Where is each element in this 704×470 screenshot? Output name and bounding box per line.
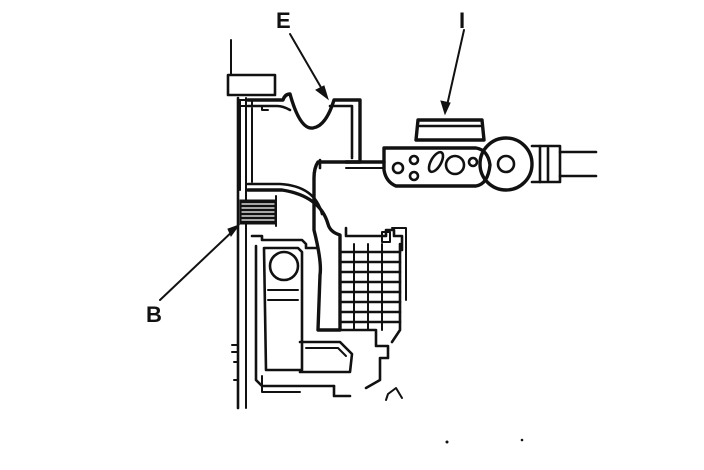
arrow-i-head xyxy=(440,100,451,116)
housing-left-wall xyxy=(226,39,277,410)
arrow-e-leader xyxy=(289,33,327,97)
callout-b: B xyxy=(146,302,162,327)
lower-drum xyxy=(250,234,403,401)
spring-b xyxy=(239,195,277,227)
arrow-b-head xyxy=(227,223,241,238)
arrow-i-leader xyxy=(445,29,465,111)
arrow-b-leader xyxy=(159,227,237,301)
callout-arrows xyxy=(159,29,465,301)
scan-specks xyxy=(445,438,524,444)
callout-e: E xyxy=(276,8,291,33)
callout-i: I xyxy=(459,8,465,33)
fluid-line xyxy=(318,158,386,170)
clutch-pack xyxy=(338,226,407,390)
arrow-e-head xyxy=(315,85,329,101)
pressure-gauge-i xyxy=(382,118,598,192)
piston-body-e xyxy=(239,92,362,332)
